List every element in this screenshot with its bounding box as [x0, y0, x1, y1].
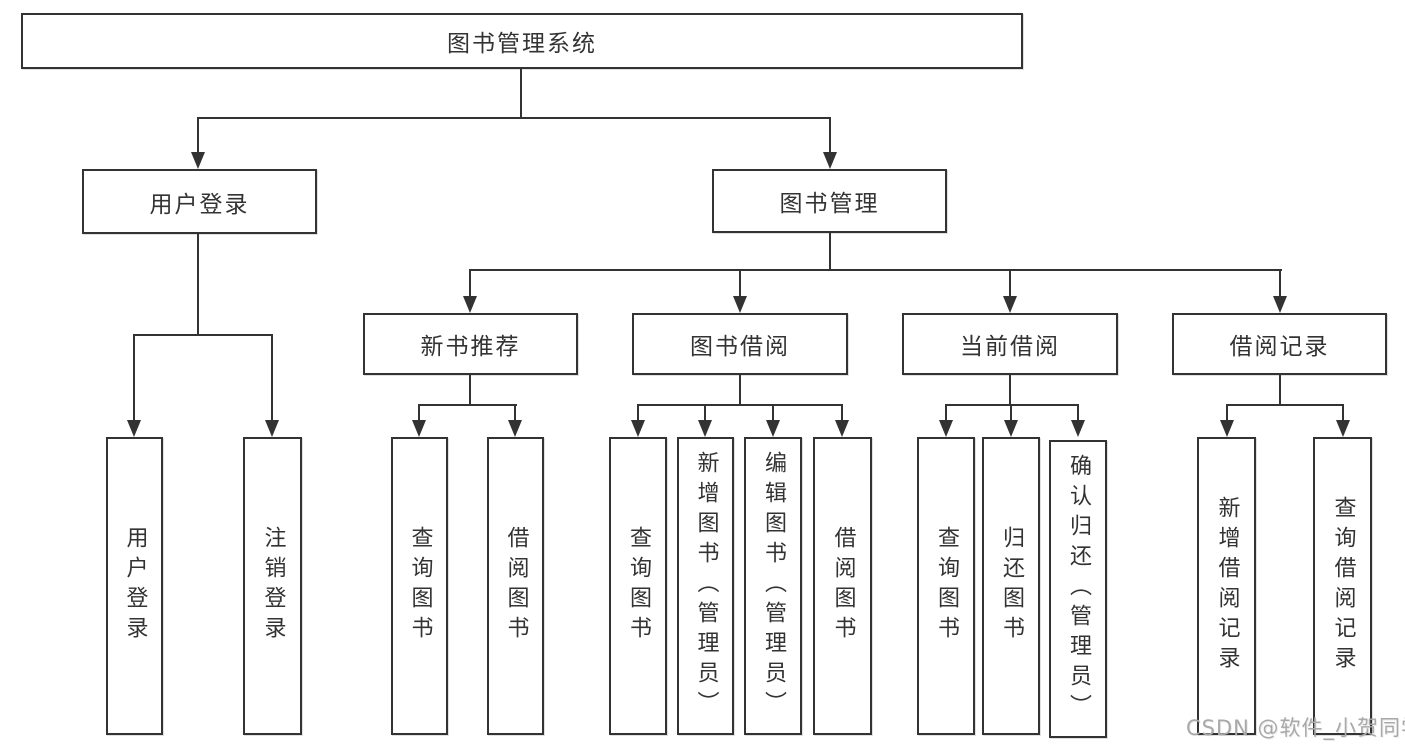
arrowhead-down-icon [1003, 296, 1017, 313]
leaf-edit-book-admin: 编辑图书（管理员） [744, 437, 802, 735]
arrowhead-down-icon [1273, 296, 1287, 313]
leaf-borrow-query-book: 查询图书 [609, 437, 667, 735]
connector-line [271, 334, 273, 422]
connector-line [197, 117, 199, 154]
leaf-borrow-book: 借阅图书 [813, 437, 872, 735]
arrowhead-down-icon [1004, 420, 1018, 437]
connector-line [1279, 375, 1281, 406]
node-book-management: 图书管理 [712, 169, 947, 233]
leaf-logout: 注销登录 [243, 437, 302, 735]
leaf-user-login-label: 用户登录 [122, 526, 148, 646]
node-new-book-recommend-label: 新书推荐 [420, 334, 521, 360]
leaf-confirm-return-admin-label: 确认归还（管理员） [1066, 454, 1091, 724]
arrowhead-down-icon [1336, 420, 1350, 437]
arrowhead-down-icon [823, 152, 837, 169]
arrowhead-down-icon [508, 420, 522, 437]
leaf-query-borrow-record-label: 查询借阅记录 [1330, 496, 1356, 676]
leaf-add-book-admin: 新增图书（管理员） [677, 437, 734, 735]
leaf-recommend-query-book: 查询图书 [391, 437, 448, 735]
connector-line [1226, 404, 1228, 422]
watermark-text: CSDN @软件_小贺同学 [1186, 716, 1405, 740]
leaf-recommend-borrow-book-label: 借阅图书 [503, 526, 529, 646]
connector-line [1279, 269, 1281, 299]
leaf-current-query-book: 查询图书 [917, 437, 975, 735]
connector-line [637, 404, 843, 406]
arrowhead-down-icon [631, 420, 645, 437]
leaf-logout-label: 注销登录 [260, 526, 286, 646]
connector-line [739, 269, 741, 299]
leaf-borrow-query-book-label: 查询图书 [626, 526, 651, 646]
connector-line [197, 234, 199, 336]
connector-line [704, 404, 706, 422]
connector-line [945, 404, 947, 422]
connector-line [1226, 404, 1344, 406]
connector-line [1009, 375, 1011, 406]
leaf-borrow-book-label: 借阅图书 [830, 526, 856, 646]
connector-line [1342, 404, 1344, 422]
node-book-management-label: 图书管理 [779, 191, 880, 217]
connector-line [1010, 404, 1012, 422]
arrowhead-down-icon [1071, 420, 1085, 437]
node-book-borrow-label: 图书借阅 [690, 334, 790, 360]
connector-line [418, 404, 420, 422]
node-current-borrow: 当前借阅 [902, 313, 1118, 375]
connector-line [133, 334, 135, 422]
arrowhead-down-icon [733, 296, 747, 313]
connector-line [1009, 269, 1011, 299]
node-user-login-label: 用户登录 [149, 191, 250, 218]
leaf-user-login: 用户登录 [106, 437, 163, 735]
node-new-book-recommend: 新书推荐 [363, 313, 578, 375]
connector-line [1077, 404, 1079, 422]
node-user-login: 用户登录 [82, 169, 317, 234]
leaf-query-borrow-record: 查询借阅记录 [1313, 437, 1372, 735]
connector-line [133, 334, 273, 336]
connector-line [772, 404, 774, 422]
connector-line [418, 404, 517, 406]
arrowhead-down-icon [127, 420, 141, 437]
arrowhead-down-icon [1220, 420, 1234, 437]
node-borrow-records: 借阅记录 [1172, 313, 1387, 375]
leaf-return-book-label: 归还图书 [999, 526, 1024, 646]
node-root-label: 图书管理系统 [447, 31, 597, 57]
node-borrow-records-label: 借阅记录 [1229, 334, 1330, 360]
node-root: 图书管理系统 [21, 13, 1023, 69]
leaf-confirm-return-admin: 确认归还（管理员） [1049, 440, 1107, 738]
arrowhead-down-icon [939, 420, 953, 437]
connector-line [829, 117, 831, 154]
arrowhead-down-icon [835, 420, 849, 437]
connector-line [514, 404, 516, 422]
leaf-add-borrow-record: 新增借阅记录 [1197, 437, 1256, 735]
arrowhead-down-icon [698, 420, 712, 437]
connector-line [841, 404, 843, 422]
leaf-current-query-book-label: 查询图书 [934, 526, 959, 646]
arrowhead-down-icon [766, 420, 780, 437]
connector-line [829, 233, 831, 271]
connector-line [469, 269, 471, 299]
node-current-borrow-label: 当前借阅 [960, 334, 1060, 360]
arrowhead-down-icon [191, 152, 205, 169]
node-book-borrow: 图书借阅 [632, 313, 848, 375]
leaf-return-book: 归还图书 [982, 437, 1040, 735]
arrowhead-down-icon [463, 296, 477, 313]
leaf-recommend-query-book-label: 查询图书 [407, 526, 433, 646]
leaf-add-borrow-record-label: 新增借阅记录 [1214, 496, 1240, 676]
leaf-add-book-admin-label: 新增图书（管理员） [693, 451, 719, 721]
leaf-recommend-borrow-book: 借阅图书 [487, 437, 544, 735]
connector-line [520, 69, 522, 118]
connector-line [469, 269, 1282, 271]
connector-line [197, 117, 831, 119]
arrowhead-down-icon [412, 420, 426, 437]
connector-line [637, 404, 639, 422]
arrowhead-down-icon [265, 420, 279, 437]
connector-line [469, 375, 471, 406]
connector-line [739, 375, 741, 406]
leaf-edit-book-admin-label: 编辑图书（管理员） [761, 451, 786, 721]
